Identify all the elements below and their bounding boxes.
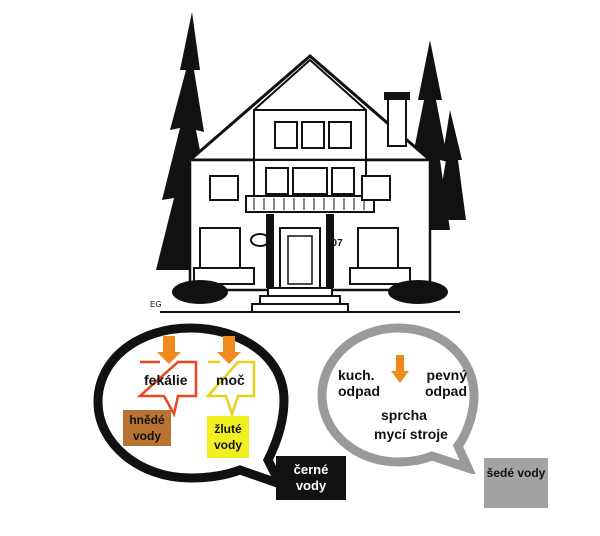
kitchen-waste-text: kuch. odpad: [338, 367, 380, 399]
house-number: 107: [326, 238, 343, 249]
brown-water-box: hnědé vody: [123, 410, 171, 446]
grey-water-bubble: [317, 323, 479, 474]
black-water-label: černé vody: [293, 462, 329, 493]
kitchen-waste-label: kuch. odpad: [338, 367, 388, 399]
urine-callout: [205, 336, 256, 418]
feces-label: fekálie: [144, 372, 188, 388]
dishwasher-label: mycí stroje: [374, 426, 448, 442]
solid-waste-label: pevný odpad: [415, 367, 467, 399]
grey-water-box: šedé vody: [484, 458, 548, 508]
brown-water-label: hnědé vody: [129, 413, 165, 443]
yellow-water-label: žluté vody: [213, 422, 242, 452]
urine-label: moč: [216, 372, 245, 388]
artist-signature: EG: [150, 300, 162, 309]
yellow-water-box: žluté vody: [207, 416, 249, 458]
solid-waste-text: pevný odpad: [425, 367, 467, 399]
grey-water-label: šedé vody: [486, 466, 546, 480]
black-water-box: černé vody: [276, 456, 346, 500]
feces-callout: [136, 336, 198, 418]
grey-down-arrow: [391, 355, 409, 383]
shower-label: sprcha: [381, 407, 427, 423]
house-illustration: [156, 12, 466, 313]
